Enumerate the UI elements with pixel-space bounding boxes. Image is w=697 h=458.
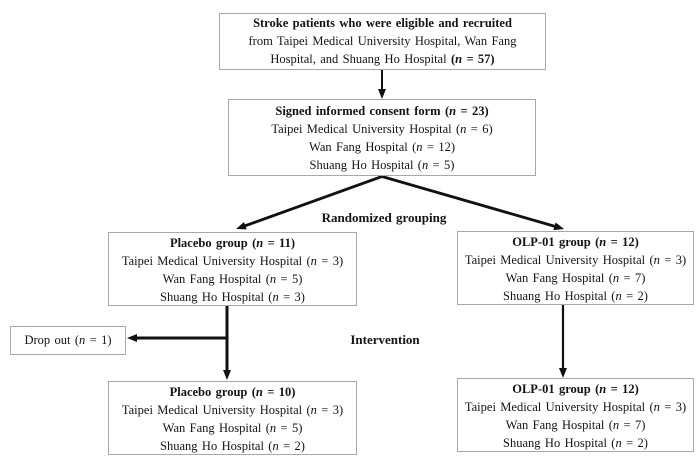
label-intervention: Intervention xyxy=(350,332,420,347)
hospital-line: Shuang Ho Hospital (n = 2) xyxy=(160,439,305,453)
hospital-line: Wan Fang Hospital (n = 5) xyxy=(162,272,303,286)
box-olp01-group-final: OLP-01 group (n = 12) Taipei Medical Uni… xyxy=(457,378,694,452)
box-recruited-line3: Hospital, and Shuang Ho Hospital xyxy=(270,51,447,66)
box-placebo-final-title: Placebo group (n = 10) xyxy=(169,385,296,399)
hospital-line: Wan Fang Hospital (n = 7) xyxy=(505,418,646,432)
box-olp-mid-title: OLP-01 group (n = 12) xyxy=(512,235,639,249)
hospital-line: Taipei Medical University Hospital (n = … xyxy=(271,122,493,136)
hospital-line: Shuang Ho Hospital (n = 5) xyxy=(309,158,455,172)
hospital-line: Taipei Medical University Hospital (n = … xyxy=(121,254,344,268)
box-olp-final-title: OLP-01 group (n = 12) xyxy=(512,382,639,396)
box-placebo-mid-title: Placebo group (n = 11) xyxy=(169,236,296,250)
box-placebo-group-10: Placebo group (n = 10) Taipei Medical Un… xyxy=(108,381,357,455)
hospital-line: Shuang Ho Hospital (n = 2) xyxy=(503,289,648,303)
hospital-line: Taipei Medical University Hospital (n = … xyxy=(464,400,687,414)
hospital-line: Wan Fang Hospital (n = 5) xyxy=(162,421,303,435)
box-placebo-group-11: Placebo group (n = 11) Taipei Medical Un… xyxy=(108,232,357,306)
hospital-line: Shuang Ho Hospital (n = 3) xyxy=(160,290,305,304)
hospital-line: Taipei Medical University Hospital (n = … xyxy=(121,403,344,417)
box-consent: Signed informed consent form (n = 23) Ta… xyxy=(228,99,536,176)
box-recruited-title: Stroke patients who were eligible and re… xyxy=(253,16,512,30)
hospital-line: Shuang Ho Hospital (n = 2) xyxy=(503,436,648,450)
hospital-line: Wan Fang Hospital (n = 7) xyxy=(505,271,646,285)
box-consent-title: Signed informed consent form (n = 23) xyxy=(275,104,489,118)
box-recruited-n: (n = 57) xyxy=(450,51,495,66)
label-randomized-grouping: Randomized grouping xyxy=(321,210,447,225)
hospital-line: Wan Fang Hospital (n = 12) xyxy=(309,140,455,154)
box-recruited: Stroke patients who were eligible and re… xyxy=(219,13,546,70)
box-olp01-group-mid: OLP-01 group (n = 12) Taipei Medical Uni… xyxy=(457,231,694,305)
hospital-line: Taipei Medical University Hospital (n = … xyxy=(464,253,687,267)
box-dropout: Drop out (n = 1) xyxy=(10,326,126,355)
box-recruited-line2: from Taipei Medical University Hospital,… xyxy=(248,33,517,48)
